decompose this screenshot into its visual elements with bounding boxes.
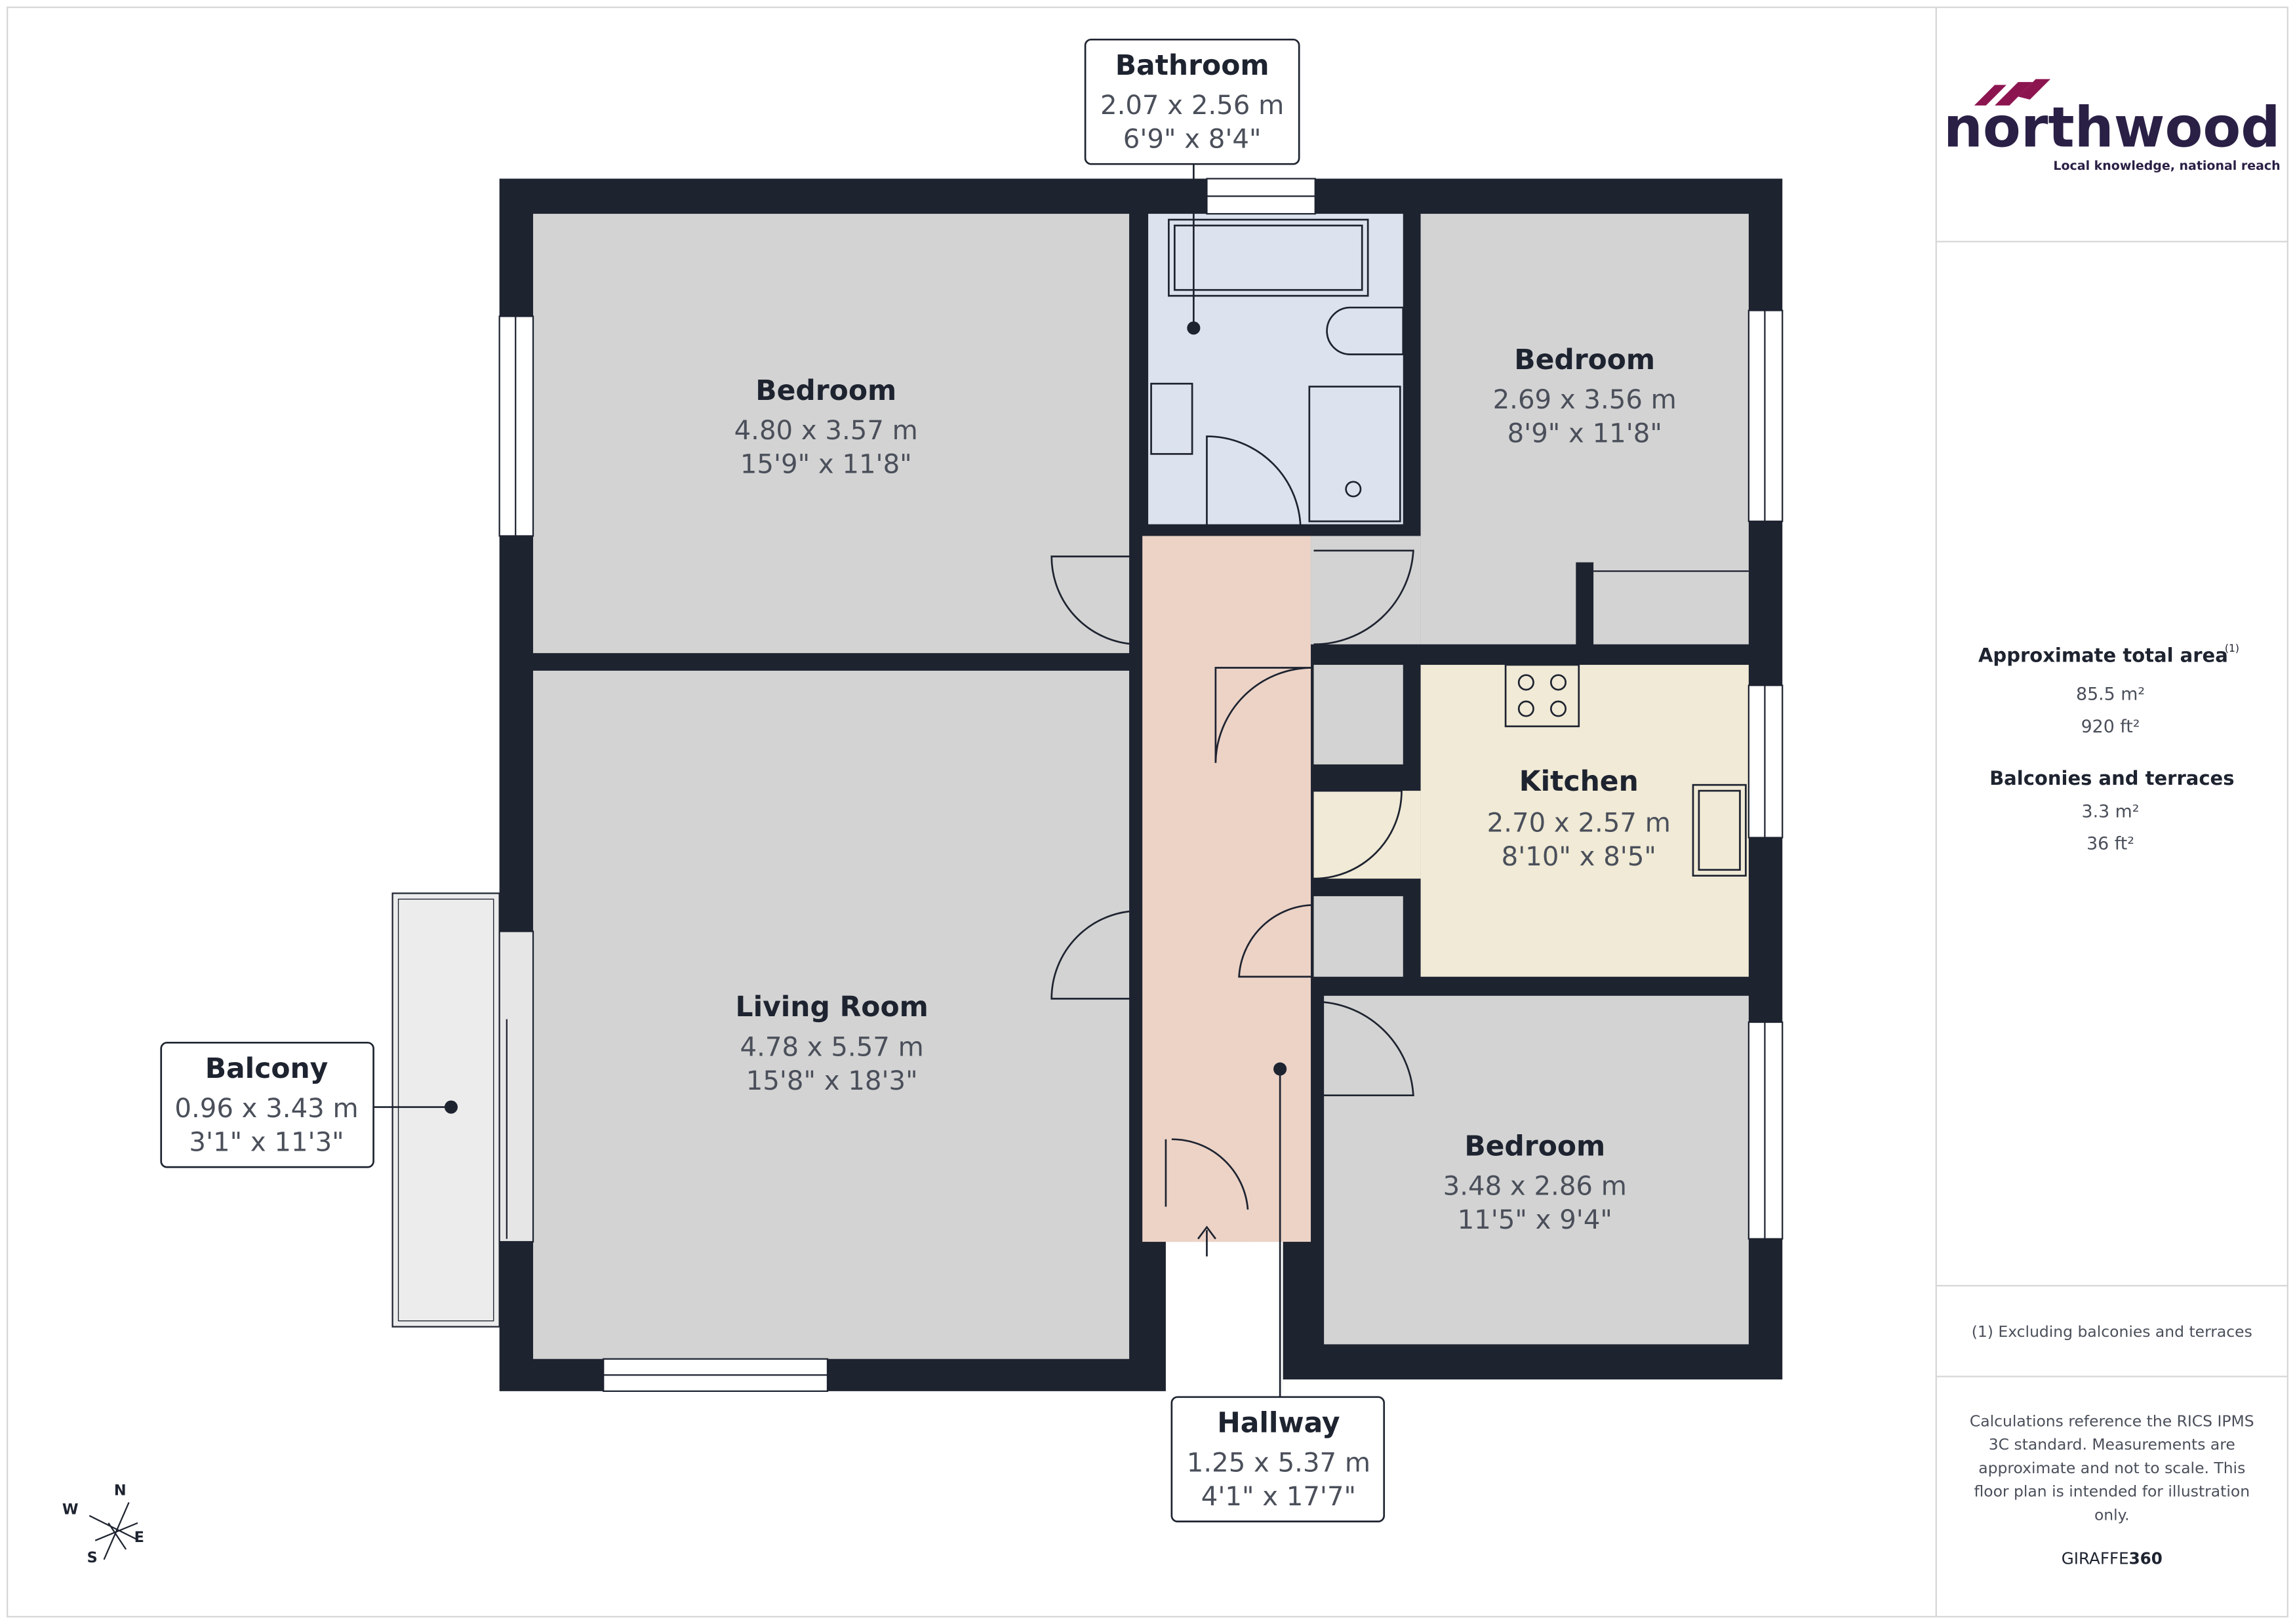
room-dimensions-metric: 2.70 x 2.57 m: [1487, 808, 1671, 839]
compass-east: E: [134, 1529, 144, 1546]
northwood-logo: northwood Local knowledge, national reac…: [1944, 79, 2281, 173]
room-dimensions-metric: 4.78 x 5.57 m: [740, 1032, 924, 1062]
logo-wordmark: northwood: [1944, 95, 2281, 160]
balconies-area-m2: 3.3 m²: [2082, 801, 2140, 822]
disclaimer-line: floor plan is intended for illustration: [1974, 1482, 2250, 1501]
compass-north: N: [114, 1482, 127, 1499]
room-dimensions-imperial: 3'1" x 11'3": [189, 1128, 344, 1158]
compass-icon: N W E S: [62, 1482, 144, 1566]
room-bedroom-3: [1324, 995, 1749, 1345]
toilet: [1326, 306, 1405, 355]
total-area-title: Approximate total area: [1978, 644, 2228, 667]
room-name: Balcony: [205, 1053, 329, 1085]
balcony-pin: [444, 1100, 458, 1114]
bathroom-fixtures: [1150, 218, 1405, 523]
room-name: Bathroom: [1115, 50, 1269, 82]
room-dimensions-metric: 2.07 x 2.56 m: [1100, 90, 1284, 121]
closet: [1313, 896, 1403, 977]
disclaimer-line: 3C standard. Measurements are: [1989, 1435, 2235, 1454]
giraffe360-credit: GIRAFFE360: [2062, 1549, 2163, 1568]
disclaimer-line: only.: [2094, 1505, 2130, 1524]
closet: [1313, 665, 1403, 764]
bathtub: [1168, 218, 1369, 297]
compass-south: S: [87, 1549, 98, 1566]
basin: [1150, 382, 1193, 455]
shower: [1308, 386, 1401, 523]
doors: [1050, 435, 1414, 1257]
kitchen-fixtures: [1504, 663, 1747, 877]
label-bathroom: Bathroom 2.07 x 2.56 m 6'9" x 8'4": [1084, 38, 1300, 165]
label-living-room: Living Room 4.78 x 5.57 m 15'8" x 18'3": [736, 991, 928, 1096]
room-hallway: [1142, 536, 1311, 1242]
bathroom-pin: [1187, 321, 1201, 335]
label-kitchen: Kitchen 2.70 x 2.57 m 8'10" x 8'5": [1487, 766, 1671, 872]
compass-west: W: [62, 1501, 79, 1518]
room-name: Bedroom: [1464, 1130, 1605, 1162]
room-dimensions-imperial: 11'5" x 9'4": [1458, 1205, 1612, 1235]
label-balcony: Balcony 0.96 x 3.43 m 3'1" x 11'3": [160, 1041, 374, 1168]
disclaimer: Calculations reference the RICS IPMS 3C …: [1970, 1412, 2254, 1524]
balconies-title: Balconies and terraces: [1989, 767, 2234, 789]
disclaimer-line: approximate and not to scale. This: [1978, 1459, 2245, 1477]
footnote-marker: (1): [2225, 642, 2239, 654]
kitchen-entry: [1313, 791, 1421, 879]
room-name: Hallway: [1217, 1407, 1340, 1439]
room-bedroom-1: [533, 214, 1130, 654]
room-dimensions-metric: 3.48 x 2.86 m: [1443, 1172, 1627, 1202]
sink: [1692, 783, 1747, 877]
hallway-pin: [1273, 1062, 1287, 1076]
room-bathroom: [1148, 214, 1403, 525]
windows: [498, 178, 1784, 1392]
label-bedroom-2: Bedroom 2.69 x 3.56 m 8'9" x 11'8": [1493, 344, 1677, 449]
logo-mark-icon: [1974, 79, 2050, 106]
total-area-ft2: 920 ft²: [2081, 717, 2140, 737]
label-bedroom-3: Bedroom 3.48 x 2.86 m 11'5" x 9'4": [1443, 1130, 1627, 1235]
label-bedroom-1: Bedroom 4.80 x 3.57 m 15'9" x 11'8": [734, 375, 918, 480]
room-dimensions-imperial: 8'9" x 11'8": [1507, 419, 1662, 449]
room-name: Bedroom: [1514, 344, 1655, 376]
room-dimensions-imperial: 8'10" x 8'5": [1502, 842, 1656, 872]
room-dimensions-metric: 2.69 x 3.56 m: [1493, 385, 1677, 415]
balconies-area-ft2: 36 ft²: [2086, 833, 2134, 854]
room-living-room: [533, 670, 1130, 1359]
hob: [1504, 663, 1580, 728]
total-area-m2: 85.5 m²: [2076, 684, 2145, 705]
room-name: Bedroom: [755, 375, 896, 407]
balcony-railing: [397, 898, 494, 1322]
wardrobe-wall: [1576, 562, 1594, 648]
room-dimensions-imperial: 15'8" x 18'3": [746, 1066, 918, 1096]
room-kitchen: [1420, 665, 1749, 977]
room-name: Living Room: [736, 991, 928, 1023]
hall-recess: [1311, 536, 1421, 644]
footnote: (1) Excluding balconies and terraces: [1972, 1322, 2252, 1341]
room-dimensions-metric: 1.25 x 5.37 m: [1187, 1448, 1370, 1478]
room-dimensions-imperial: 15'9" x 11'8": [740, 449, 912, 479]
room-dimensions-imperial: 6'9" x 8'4": [1123, 125, 1262, 155]
room-dimensions-metric: 0.96 x 3.43 m: [174, 1094, 358, 1124]
area-summary: Approximate total area (1) 85.5 m² 920 f…: [1978, 642, 2239, 854]
entrance-lobby: [1148, 1139, 1251, 1242]
room-dimensions-metric: 4.80 x 3.57 m: [734, 416, 918, 446]
room-dimensions-imperial: 4'1" x 17'7": [1201, 1482, 1356, 1512]
logo-tagline: Local knowledge, national reach: [2053, 159, 2280, 173]
disclaimer-line: Calculations reference the RICS IPMS: [1970, 1412, 2254, 1430]
label-hallway: Hallway 1.25 x 5.37 m 4'1" x 17'7": [1170, 1396, 1386, 1522]
room-name: Kitchen: [1519, 766, 1639, 798]
